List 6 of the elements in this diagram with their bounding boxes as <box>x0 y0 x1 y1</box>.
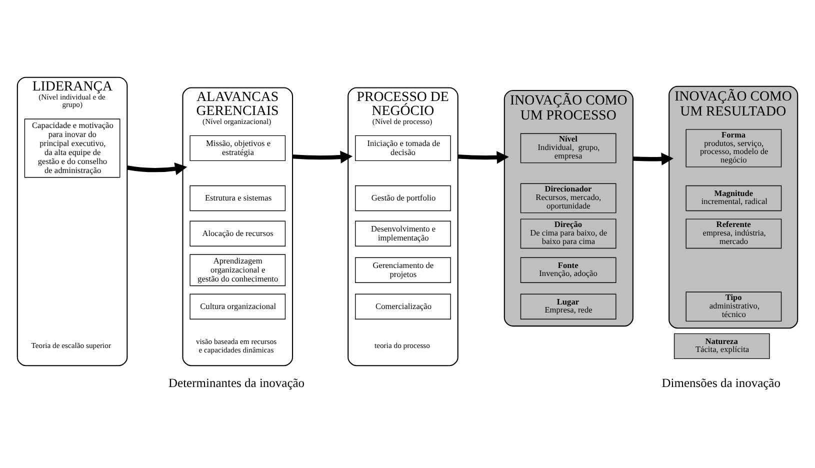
arrow <box>458 151 509 164</box>
arrow <box>632 152 674 166</box>
arrow <box>292 150 353 164</box>
label: Determinantes da inovação <box>168 376 305 390</box>
arrow <box>126 162 188 176</box>
label: Dimensões da inovação <box>662 376 780 390</box>
